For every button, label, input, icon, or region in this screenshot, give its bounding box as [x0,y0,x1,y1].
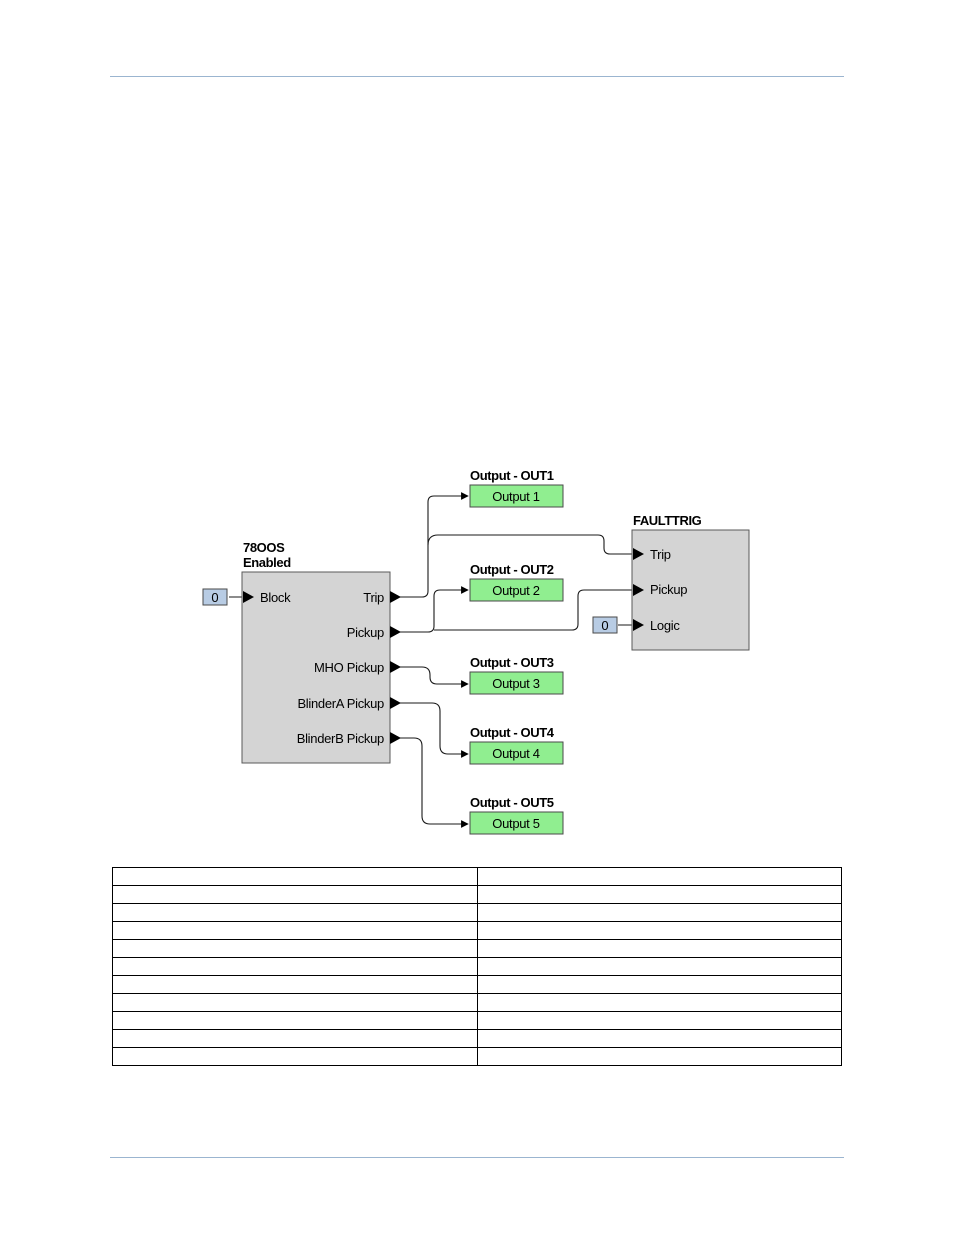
const-logic-value: 0 [601,618,608,633]
port-mho-arrow [390,661,401,673]
output-out1-box [469,484,564,508]
footer-rule [110,1157,844,1158]
faulttrig-logic-arrow [633,619,644,631]
table-row [112,1011,842,1030]
faulttrig-trip-arrow [633,548,644,560]
output-out4[interactable]: Output - OUT4 Output 4 [469,725,564,765]
faulttrig-title: FAULTTRIG [633,513,702,528]
port-blindera-label: BlinderA Pickup [297,696,384,711]
output-out5-title: Output - OUT5 [470,795,554,810]
port-mho-label: MHO Pickup [314,660,384,675]
port-pickup-label: Pickup [347,625,384,640]
output-out2-box [469,578,564,602]
port-block-label: Block [260,590,291,605]
port-blinderb-label: BlinderB Pickup [297,731,384,746]
output-out3-label: Output 3 [492,676,540,691]
output-out2-title: Output - OUT2 [470,562,554,577]
output-out4-label: Output 4 [492,746,540,761]
faulttrig-pickup-label: Pickup [650,582,687,597]
wire-trip-out1 [400,492,469,598]
output-out2-label: Output 2 [492,583,540,598]
table-cell [476,957,842,976]
table-cell [476,921,842,940]
table-cell [476,1011,842,1030]
wire-blinderb-out5 [400,737,469,828]
table-row [112,921,842,940]
output-out3-title: Output - OUT3 [470,655,554,670]
table-row [112,993,842,1012]
output-out4-box [469,741,564,765]
settings-table-body [112,867,842,1066]
table-cell [112,939,478,958]
const-block-input[interactable]: 0 [202,588,228,606]
port-trip-label: Trip [363,590,384,605]
table-row [112,885,842,904]
block-faulttrig[interactable]: FAULTTRIG Trip Pickup Logic [631,513,750,651]
table-cell [112,993,478,1012]
block-78oos-title: 78OOS [243,540,285,555]
table-cell [112,1047,478,1066]
faulttrig-logic-label: Logic [650,618,680,633]
output-out5[interactable]: Output - OUT5 Output 5 [469,795,564,835]
table-cell [112,903,478,922]
faulttrig-trip-label: Trip [650,547,671,562]
output-out1-title: Output - OUT1 [470,468,554,483]
table-row [112,867,842,886]
output-out3[interactable]: Output - OUT3 Output 3 [469,655,564,695]
wire-trip-faulttrig [427,534,643,558]
table-cell [476,975,842,994]
output-out1[interactable]: Output - OUT1 Output 1 [469,468,564,508]
settings-table [112,867,842,1066]
table-cell [476,993,842,1012]
const-logic-input[interactable]: 0 [592,616,618,634]
port-pickup-arrow [390,626,401,638]
table-cell [112,1029,478,1048]
wires [229,492,643,828]
table-cell [112,921,478,940]
table-cell [476,1047,842,1066]
output-out5-label: Output 5 [492,816,540,831]
wire-mho-out3 [400,666,469,688]
table-cell [476,1029,842,1048]
wire-pickup-faulttrig [434,586,643,631]
header-rule [110,76,844,77]
table-row [112,903,842,922]
table-row [112,975,842,994]
output-out4-title: Output - OUT4 [470,725,555,740]
table-cell [112,1011,478,1030]
wire-blindera-out4 [400,702,469,758]
table-row [112,1029,842,1048]
port-blindera-arrow [390,697,401,709]
block-78oos-body [241,571,391,764]
table-row [112,957,842,976]
output-out5-box [469,811,564,835]
table-cell [476,903,842,922]
output-out2[interactable]: Output - OUT2 Output 2 [469,562,564,602]
table-cell [112,867,478,886]
table-row [112,1047,842,1066]
port-blinderb-arrow [390,732,401,744]
wire-pickup-out2 [400,586,469,633]
faulttrig-pickup-arrow [633,584,644,596]
const-logic-box [592,616,618,634]
table-cell [476,867,842,886]
faulttrig-body [631,529,750,651]
table-row [112,939,842,958]
port-block-arrow [243,591,254,603]
const-block-box [202,588,228,606]
table-cell [476,885,842,904]
logic-diagram: 78OOS Enabled Block Trip Pickup MHO Pick… [202,468,750,835]
table-cell [112,885,478,904]
output-out3-box [469,671,564,695]
table-cell [112,975,478,994]
output-out1-label: Output 1 [492,489,540,504]
table-cell [476,939,842,958]
table-cell [112,957,478,976]
block-78oos[interactable]: 78OOS Enabled Block Trip Pickup MHO Pick… [241,540,401,764]
const-block-value: 0 [211,590,218,605]
block-78oos-subtitle: Enabled [243,555,291,570]
port-trip-arrow [390,591,401,603]
